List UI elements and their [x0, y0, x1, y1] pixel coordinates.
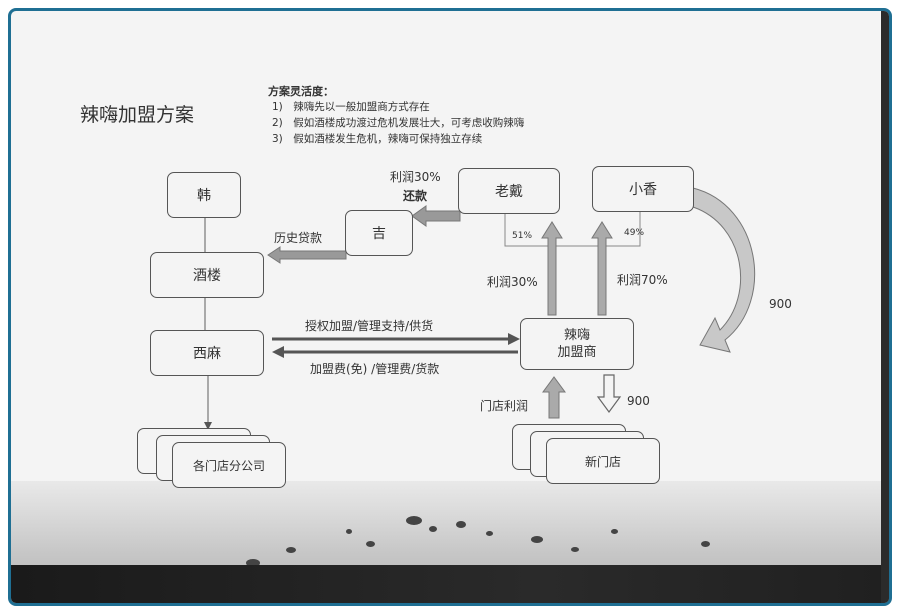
node-branches: 各门店分公司: [172, 442, 286, 488]
arrowhead-branches: [204, 422, 212, 430]
node-lahai: 辣嗨 加盟商: [520, 318, 634, 370]
node-xima: 西麻: [150, 330, 264, 376]
arrow-profit70: [591, 221, 613, 316]
arrow-900-down: [596, 374, 622, 414]
diagram-title: 辣嗨加盟方案: [80, 104, 195, 126]
note-item-2: 2) 假如酒楼成功渡过危机发展壮大，可考虑收购辣嗨: [272, 117, 525, 129]
label-51pct: 51%: [512, 231, 533, 241]
node-han: 韩: [167, 172, 241, 218]
label-authorization: 授权加盟/管理支持/供货: [305, 319, 434, 333]
arrow-store-profit: [542, 376, 566, 419]
label-repay: 还款: [403, 189, 428, 203]
node-laodai: 老戴: [458, 168, 560, 214]
label-fees: 加盟费(免) /管理费/货款: [310, 362, 440, 376]
label-49pct: 49%: [624, 228, 645, 238]
dark-edge: [881, 11, 889, 603]
node-xiaoxiang: 小香: [592, 166, 694, 212]
arrow-history-loan: [267, 246, 347, 264]
line-shareholding: [504, 212, 641, 247]
arrowhead-fees: [272, 346, 284, 358]
arrow-repay: [411, 205, 461, 227]
label-profit30-top: 利润30%: [390, 170, 441, 184]
dark-surface: [11, 565, 889, 603]
arrow-profit30: [541, 221, 563, 316]
label-history-loan: 历史贷款: [274, 231, 323, 245]
node-ji: 吉: [345, 210, 413, 256]
label-profit30: 利润30%: [487, 275, 538, 289]
label-900-down: 900: [627, 394, 650, 408]
node-newstore: 新门店: [546, 438, 660, 484]
label-profit70: 利润70%: [617, 273, 668, 287]
arrowhead-authorization: [508, 333, 520, 345]
note-item-1: 1) 辣嗨先以一般加盟商方式存在: [272, 101, 430, 113]
arrow-curved-900: [692, 187, 756, 353]
label-store-profit: 门店利润: [480, 399, 529, 413]
notes-heading: 方案灵活度：: [268, 85, 334, 98]
label-900-curve: 900: [769, 297, 792, 311]
note-item-3: 3) 假如酒楼发生危机，辣嗨可保持独立存续: [272, 133, 483, 145]
node-jiulou: 酒楼: [150, 252, 264, 298]
